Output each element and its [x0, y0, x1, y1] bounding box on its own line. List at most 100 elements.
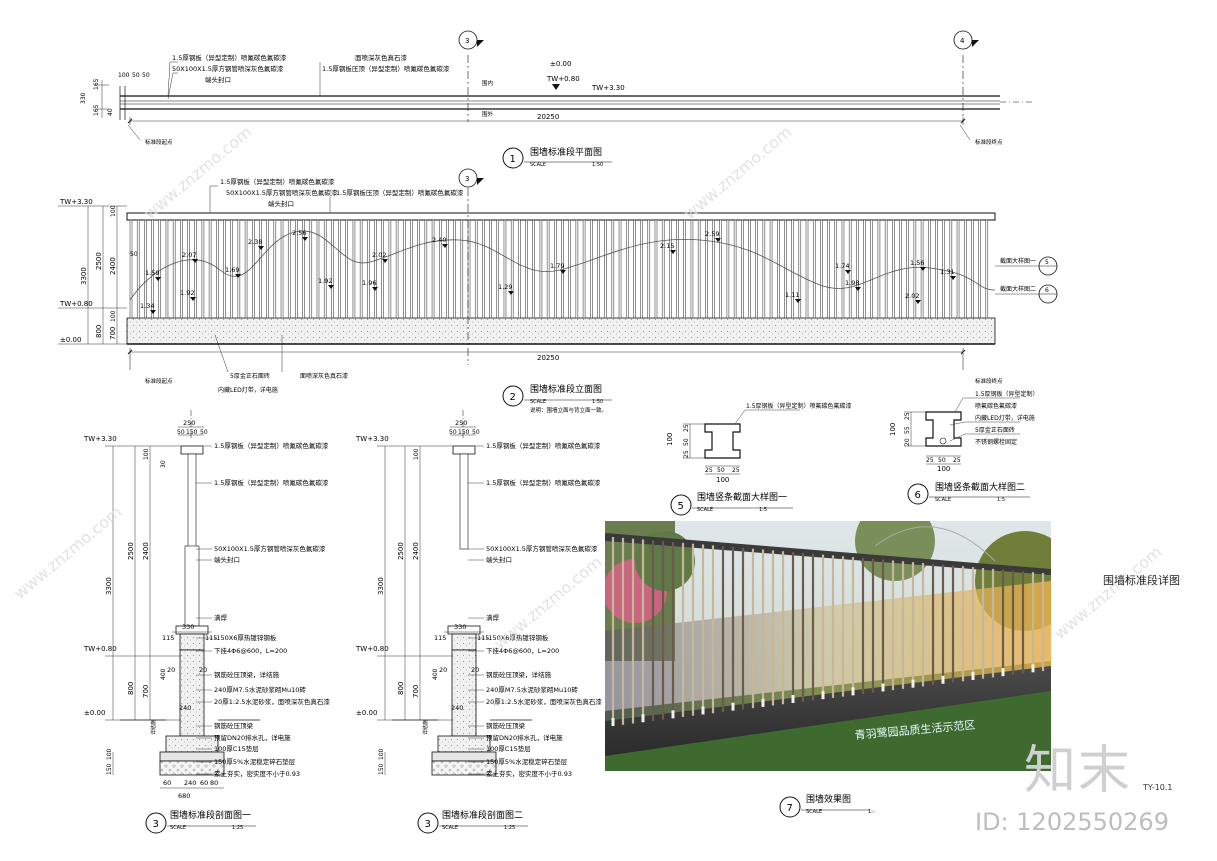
fence-bar — [841, 219, 845, 319]
fence-bar — [187, 219, 190, 319]
fence-bar — [949, 219, 953, 319]
fence-bar — [359, 219, 363, 319]
dim-label: 20 — [199, 666, 207, 674]
d5-vdim-3: 100 — [666, 433, 674, 446]
height-label: 2.59 — [705, 230, 719, 238]
elev-vdim-7: 50 — [130, 251, 138, 258]
fence-bar — [266, 219, 269, 319]
fence-bar — [719, 219, 722, 319]
title-bubble-5 — [670, 494, 793, 516]
view-title: 围墙效果图 — [806, 793, 851, 805]
fence-bar — [518, 219, 521, 319]
dim-label: 115 — [205, 634, 217, 642]
fence-bar — [705, 219, 708, 319]
plan-dim-5: 50 — [142, 72, 150, 79]
view-number: 5 — [678, 501, 684, 512]
fence-bar — [848, 219, 852, 319]
d6-note-3: 5厚金正石面砖 — [975, 426, 1015, 434]
section-note: 钢筋砼压顶梁 — [214, 721, 254, 730]
fence-bar — [417, 219, 420, 319]
height-label: 2.02 — [372, 251, 386, 259]
dim-label: 60 — [200, 779, 208, 787]
d6-hdim-1: 50 — [938, 457, 946, 464]
fence-bar — [208, 219, 212, 319]
d5-vdim-0: 25 — [683, 424, 690, 432]
fence-bar — [741, 219, 744, 319]
view-title: 围墙标准段剖面图一 — [170, 809, 251, 821]
s1-vdim-2: 2400 — [142, 542, 150, 560]
plan-note-1: 1.5厚钢板（异型定制）喷氟碳色氟碳漆 — [172, 53, 287, 62]
s1-vdim-7: 30 — [160, 460, 167, 468]
height-label: 1.59 — [145, 269, 159, 277]
fence-bar — [352, 219, 356, 319]
section-note: 钢筋砼压顶梁，详结施 — [486, 670, 552, 679]
sheet-number: TY-10.1 — [1143, 783, 1173, 792]
d5-hdim-3: 100 — [716, 476, 729, 484]
fence-bar — [884, 219, 888, 319]
elevation-height-labels: 2.071.591.341.921.692.382.561.922.021.96… — [140, 229, 956, 314]
s1-vdim-0: 3300 — [105, 577, 113, 595]
fence-bar — [733, 219, 737, 319]
section-note: 1.5厚钢板（异型定制）喷氟碳色氟碳漆 — [486, 441, 601, 450]
fence-bar — [252, 219, 255, 319]
elev-vdim-5: 100 — [110, 310, 117, 322]
fence-bar — [424, 219, 428, 319]
fence-bar — [697, 219, 701, 319]
fence-bar — [769, 219, 773, 319]
section-note: 50X100X1.5厚方钢管喷深灰色氟碳漆 — [486, 544, 598, 553]
section-note: 150厚5%水泥稳定碎石垫层 — [486, 757, 568, 766]
fence-bar — [820, 219, 823, 319]
elev-note-top-1: 50X100X1.5厚方钢管喷深灰色氟碳漆 — [226, 188, 338, 197]
fence-bar — [273, 219, 277, 319]
elev-vdim-1: 2500 — [95, 252, 103, 270]
fence-bar — [834, 219, 838, 319]
height-label: 1.96 — [362, 279, 376, 287]
fence-bar — [503, 219, 507, 319]
plan-note-3: 端头封口 — [205, 75, 231, 84]
section-note: 素土夯实，密实度不小于0.93 — [486, 769, 572, 778]
section-note: 预留DN20排水孔，详电施 — [486, 733, 563, 742]
fence-bar — [216, 219, 219, 319]
s2-vdim-3: 800 — [397, 682, 405, 695]
s2-level-2: ±0.00 — [356, 709, 377, 717]
fence-bar — [877, 219, 881, 319]
s2-vdim-0: 3300 — [377, 577, 385, 595]
height-label: 2.02 — [905, 292, 919, 300]
scale-label: SCALE — [697, 507, 713, 513]
fence-bar — [913, 219, 917, 319]
fence-bar — [474, 219, 478, 319]
d5-hdim-2: 25 — [732, 467, 740, 474]
section-note: -150X6厚热镀锌钢板 — [486, 633, 549, 642]
dim-label: 330 — [454, 623, 466, 631]
fence-bar — [172, 219, 176, 319]
fence-bar — [625, 219, 629, 319]
fence-bar — [144, 219, 147, 319]
height-label: 1.69 — [225, 266, 239, 274]
fence-bar — [367, 219, 370, 319]
dim-label: 20 — [167, 666, 175, 674]
section-two — [377, 410, 532, 776]
d5-note: 1.5厚钢板（异型定制）喷氟碳色氟碳漆 — [746, 402, 852, 410]
section-note: 50X100X1.5厚方钢管喷深灰色氟碳漆 — [214, 544, 326, 553]
view-title: 围墙竖条截面大样图二 — [935, 481, 1025, 493]
fence-bar — [892, 219, 895, 319]
fence-bar — [762, 219, 766, 319]
fence-bar — [230, 219, 233, 319]
section-note: 100厚C15垫层 — [214, 744, 259, 753]
fence-bar — [856, 219, 859, 319]
scale-label: SCALE — [935, 497, 951, 503]
fence-bar — [129, 219, 133, 319]
fence-bar — [928, 219, 931, 319]
fence-bar — [661, 219, 665, 319]
fence-bar — [683, 219, 687, 319]
fence-bar — [180, 219, 183, 319]
fence-bar — [618, 219, 622, 319]
s1-vdim-3: 800 — [127, 682, 135, 695]
fence-bar — [654, 219, 658, 319]
plan-note-4: 1.5厚钢板压顶（异型定制）喷氟碳色氟碳漆 — [322, 64, 450, 73]
d6-hdim-3: 100 — [937, 465, 950, 473]
dim-label: 115 — [434, 634, 446, 642]
